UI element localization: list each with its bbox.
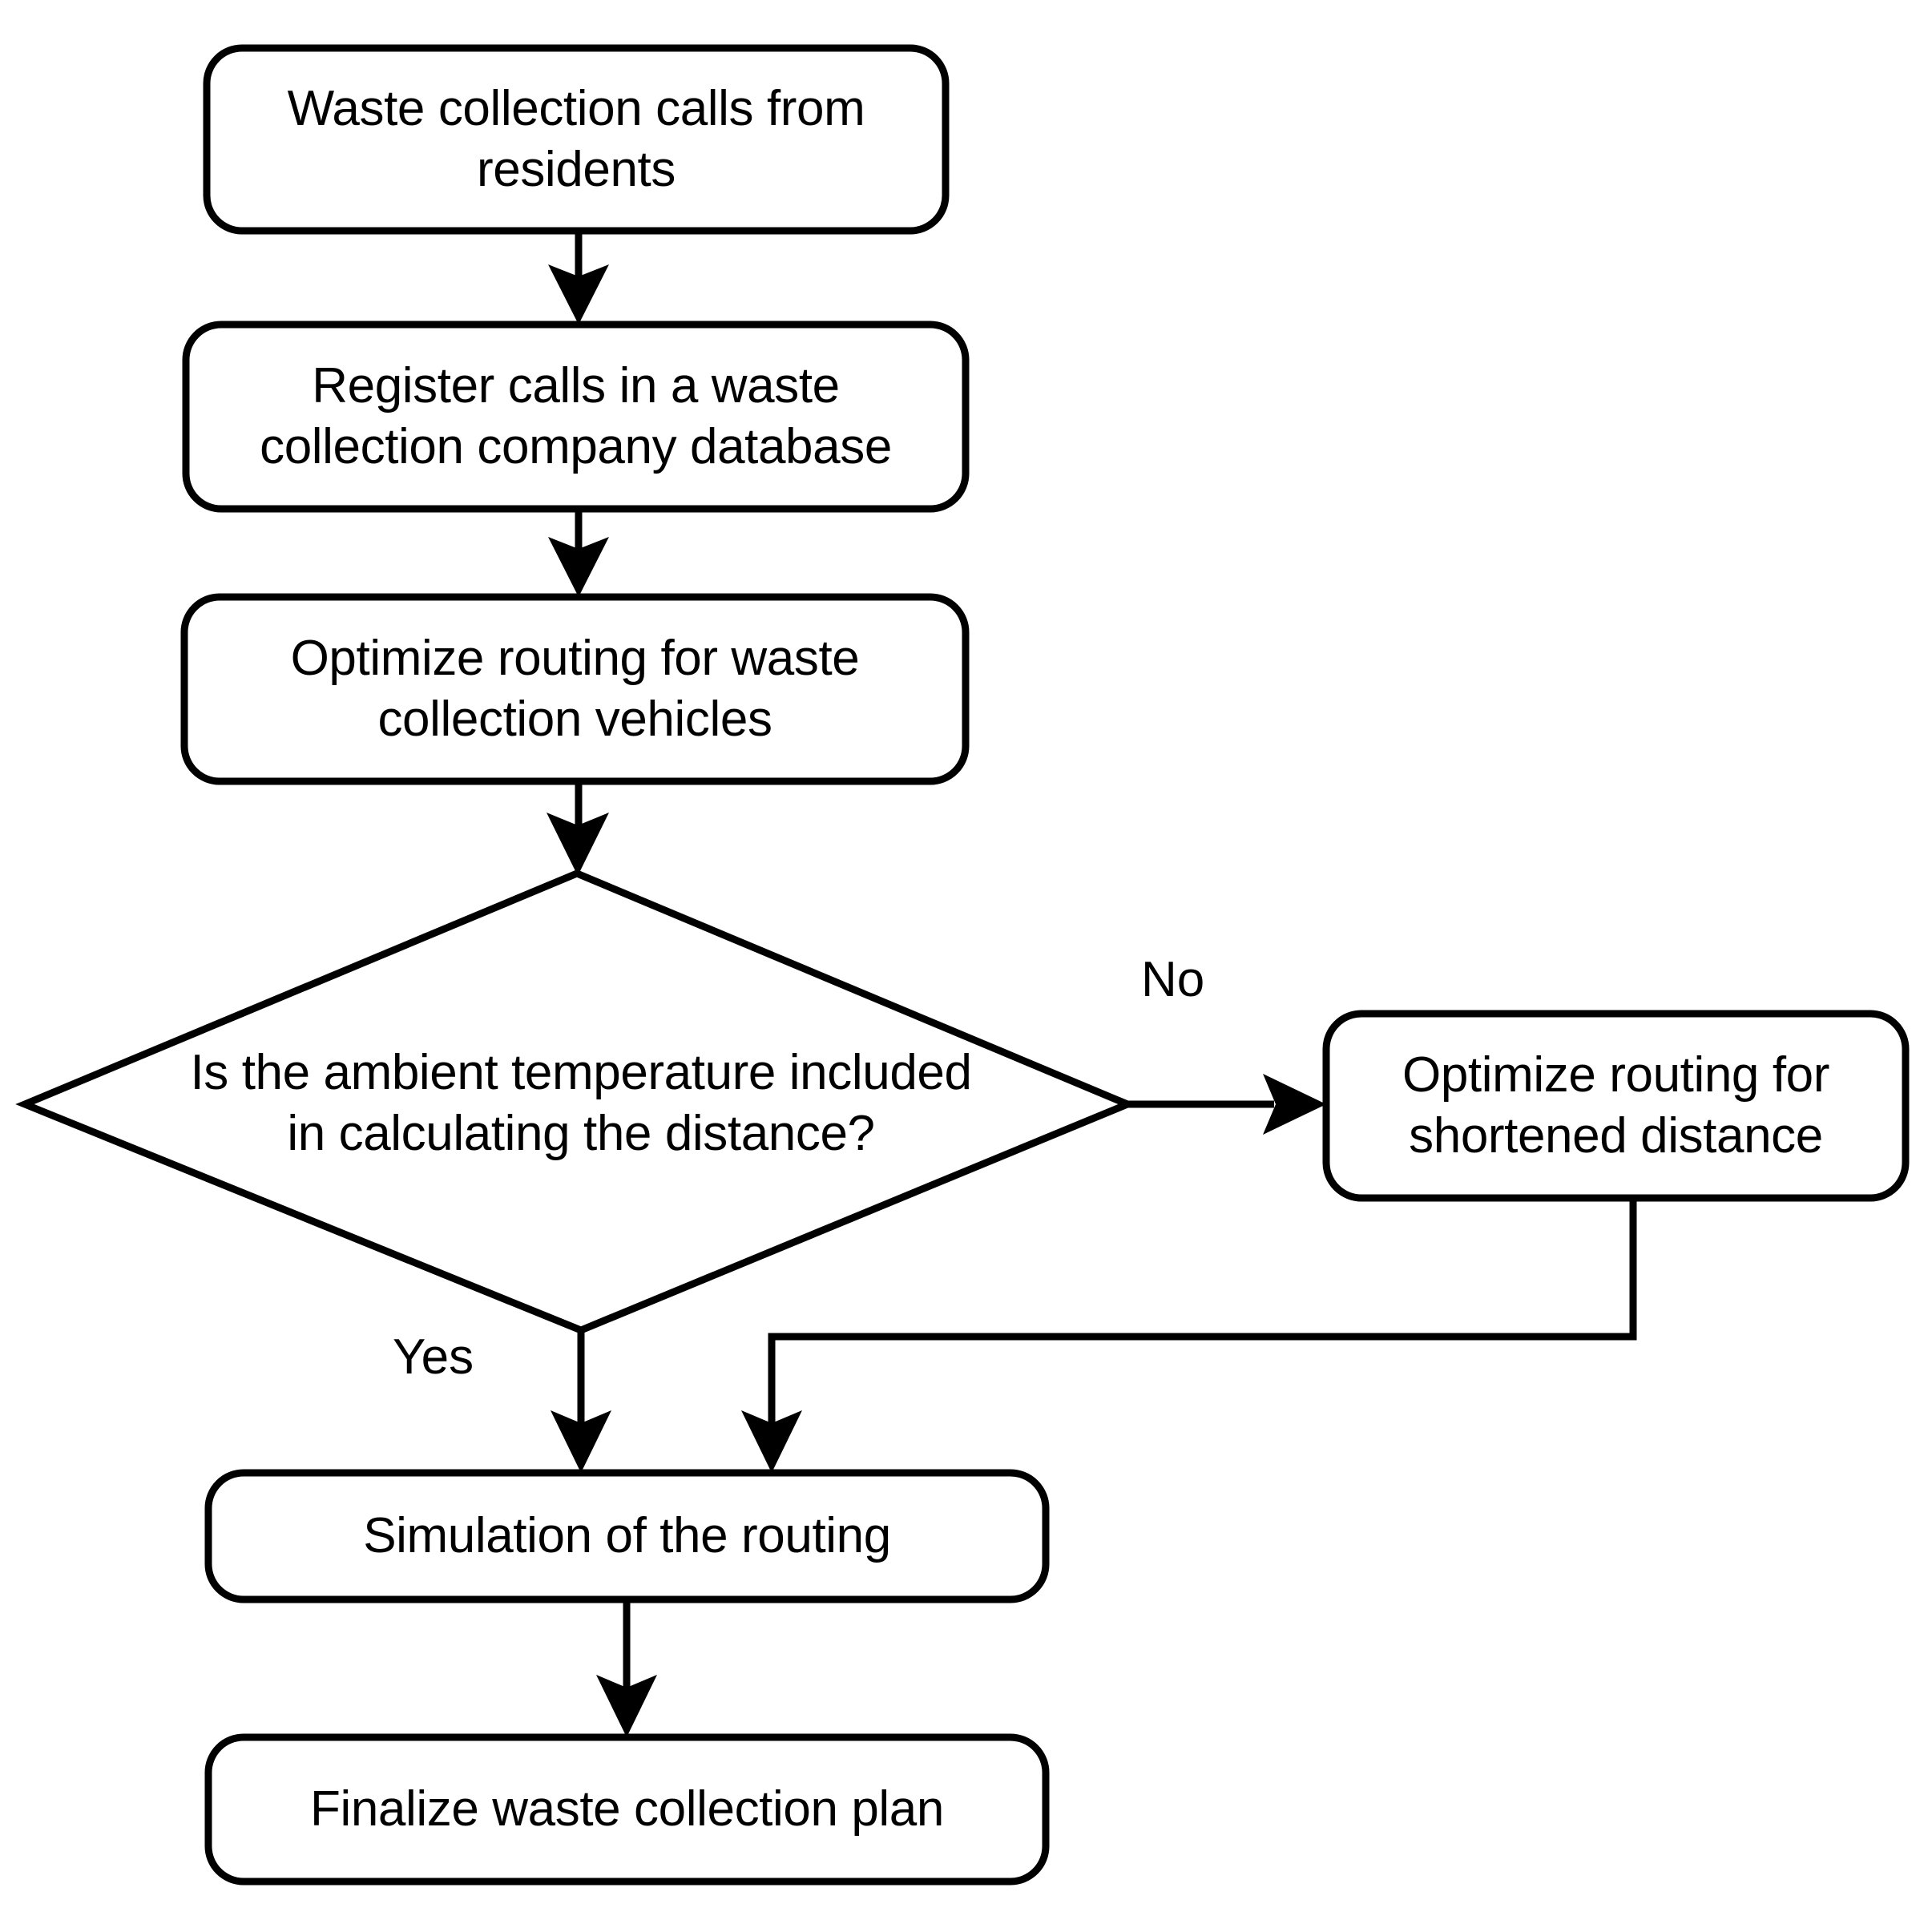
node-register-shape[interactable] [182,321,970,513]
node-simulation-shape[interactable] [204,1469,1050,1603]
edge-label-yes: Yes [393,1329,474,1385]
edge-register-to-optimize-waste [548,509,609,597]
edge-simulation-to-finalize [596,1599,657,1737]
edge-label-no: No [1141,952,1205,1007]
node-optimize-shortened-shape[interactable] [1322,1010,1910,1202]
edge-optimize-waste-to-decision [547,781,609,876]
node-start-shape[interactable] [203,44,950,235]
edge-decision-no-to-optimize-shortened [1127,1074,1326,1135]
edge-start-to-register [548,231,609,325]
edge-optimize-shortened-to-simulation [741,1198,1637,1473]
edge-decision-yes-to-simulation [551,1330,611,1473]
node-finalize-shape[interactable] [204,1733,1050,1886]
node-optimize-waste-shape[interactable] [180,593,970,785]
node-decision-temperature-shape[interactable] [15,869,1137,1334]
